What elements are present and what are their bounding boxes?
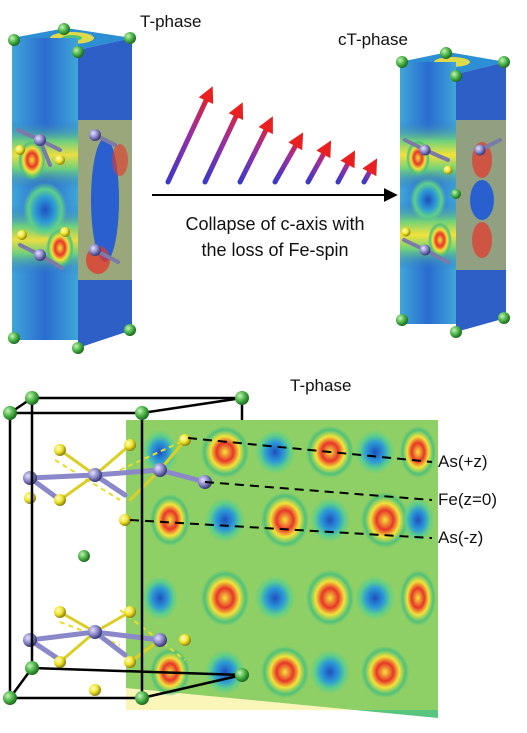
spin-arrow-5 [305, 140, 332, 185]
spin-arrows [165, 86, 378, 185]
t-phase-label-bottom: T-phase [290, 376, 352, 395]
as-minus-z-label: As(-z) [438, 528, 484, 547]
spin-arrow-7 [361, 158, 378, 185]
ct-phase-label: cT-phase [338, 30, 408, 49]
spin-arrow-6 [335, 150, 356, 185]
site-guide-lines [129, 437, 433, 539]
t-phase-cell [8, 23, 136, 354]
ct-phase-cell [396, 47, 510, 338]
fe-as-layers [23, 434, 212, 696]
spin-arrow-3 [237, 116, 273, 185]
collapse-caption-line2: the loss of Fe-spin [201, 240, 349, 260]
t-phase-structure [3, 391, 438, 718]
spin-arrow-4 [272, 132, 304, 185]
fe-z0-label: Fe(z=0) [438, 490, 498, 509]
spin-arrow-2 [202, 102, 244, 185]
unit-cell-box [8, 396, 243, 700]
spin-arrow-1 [165, 86, 214, 185]
t-phase-label-top: T-phase [140, 12, 202, 31]
collapse-caption-line1: Collapse of c-axis with [185, 214, 365, 234]
charge-density-map [126, 420, 438, 718]
as-plus-z-label: As(+z) [438, 452, 488, 471]
